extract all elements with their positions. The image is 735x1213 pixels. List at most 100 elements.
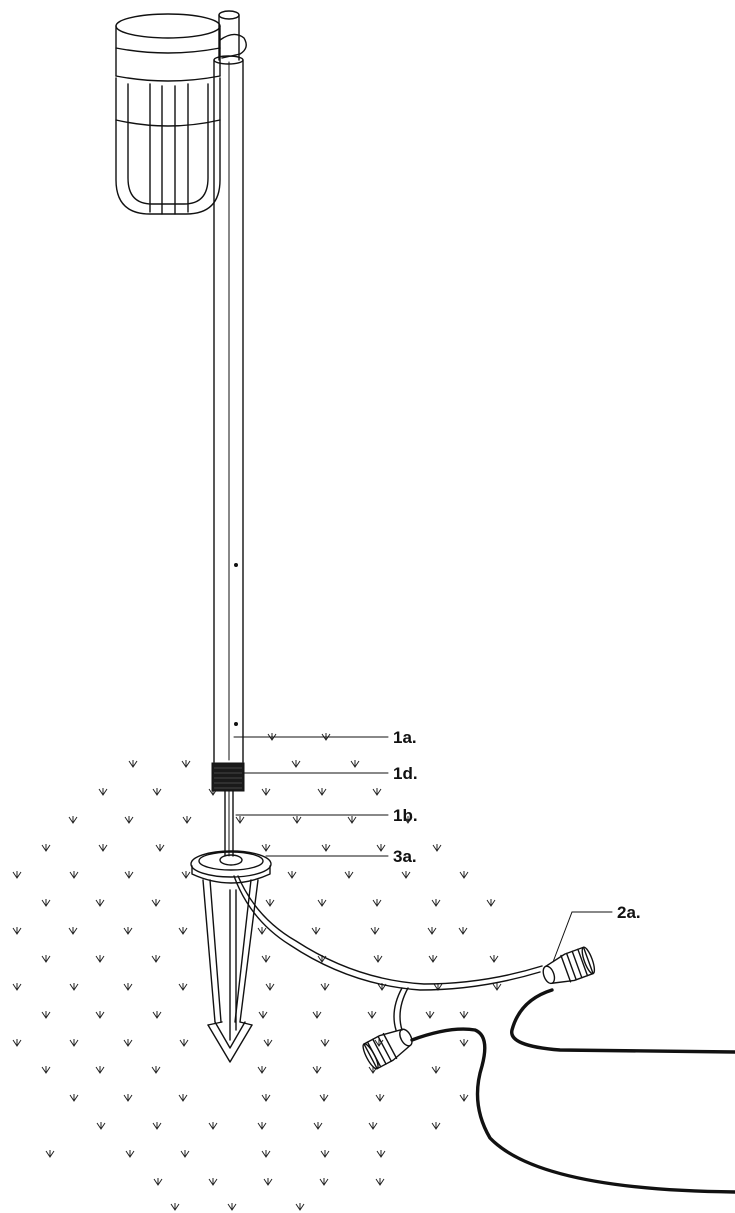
grass-tuft-icon: [261, 955, 271, 963]
grass-tuft-icon: [261, 1150, 271, 1158]
grass-tuft-icon: [458, 927, 468, 935]
grass-tuft-icon: [41, 899, 51, 907]
grass-tuft-icon: [69, 1039, 79, 1047]
grass-tuft-icon: [375, 1094, 385, 1102]
supply-cable-icon: [410, 988, 735, 1194]
ground-spike-icon: [190, 850, 272, 1063]
post-tube-icon: [213, 10, 244, 763]
grass-tuft-icon: [432, 844, 442, 852]
grass-tuft-icon: [372, 899, 382, 907]
grass-tuft-icon: [459, 871, 469, 879]
grass-tuft-icon: [178, 983, 188, 991]
grass-tuft-icon: [258, 1011, 268, 1019]
callout-1d: 1d.: [393, 764, 418, 783]
grass-tuft-icon: [96, 1122, 106, 1130]
grass-tuft-icon: [182, 816, 192, 824]
grass-tuft-icon: [95, 899, 105, 907]
grass-tuft-icon: [12, 1039, 22, 1047]
grass-tuft-icon: [152, 788, 162, 796]
grass-tuft-icon: [350, 760, 360, 768]
grass-tuft-icon: [41, 955, 51, 963]
grass-tuft-icon: [153, 1178, 163, 1186]
grass-tuft-icon: [261, 844, 271, 852]
grass-tuft-icon: [319, 1178, 329, 1186]
grass-tuft-icon: [181, 760, 191, 768]
grass-tuft-icon: [123, 983, 133, 991]
grass-tuft-icon: [489, 955, 499, 963]
leader-lines: [233, 736, 613, 963]
grass-tuft-icon: [312, 1011, 322, 1019]
grass-tuft-icon: [128, 760, 138, 768]
grass-tuft-icon: [295, 1203, 305, 1211]
grass-tuft-icon: [41, 1011, 51, 1019]
grass-tuft-icon: [95, 955, 105, 963]
grass-tuft-icon: [428, 955, 438, 963]
grass-tuft-icon: [123, 1094, 133, 1102]
grass-tuft-icon: [12, 871, 22, 879]
grass-tuft-icon: [95, 1011, 105, 1019]
grass-tuft-icon: [263, 1178, 273, 1186]
grass-tuft-icon: [170, 1203, 180, 1211]
grass-tuft-icon: [292, 816, 302, 824]
grass-tuft-icon: [95, 1066, 105, 1074]
grass-tuft-icon: [317, 788, 327, 796]
grass-tuft-icon: [431, 899, 441, 907]
grass-tuft-icon: [180, 1150, 190, 1158]
grass-tuft-icon: [425, 1011, 435, 1019]
grass-tuft-icon: [321, 844, 331, 852]
grass-tuft-icon: [261, 1094, 271, 1102]
grass-tuft-icon: [367, 1011, 377, 1019]
grass-tuft-icon: [123, 1039, 133, 1047]
grass-tuft-icon: [257, 1122, 267, 1130]
grass-tuft-icon: [373, 955, 383, 963]
grass-tuft-icon: [257, 1066, 267, 1074]
grass-tuft-icon: [152, 1011, 162, 1019]
grass-tuft-icon: [151, 955, 161, 963]
grass-tuft-icon: [123, 927, 133, 935]
grass-tuft-icon: [370, 927, 380, 935]
grass-tuft-icon: [486, 899, 496, 907]
grass-tuft-icon: [178, 927, 188, 935]
grass-tuft-icon: [403, 816, 413, 824]
grass-tuft-icon: [376, 844, 386, 852]
grass-tuft-icon: [431, 1066, 441, 1074]
grass-tuft-icon: [227, 1203, 237, 1211]
wire-connector-icon: [362, 946, 596, 1070]
grass-tuft-icon: [69, 983, 79, 991]
grass-tuft-icon: [124, 871, 134, 879]
grass-tuft-icon: [45, 1150, 55, 1158]
grass-tuft-icon: [368, 1122, 378, 1130]
callout-2a: 2a.: [617, 903, 641, 922]
grass-tuft-icon: [69, 871, 79, 879]
grass-tuft-icon: [344, 871, 354, 879]
grass-tuft-icon: [257, 927, 267, 935]
grass-field: [12, 733, 502, 1211]
grass-tuft-icon: [179, 1039, 189, 1047]
grass-tuft-icon: [459, 1094, 469, 1102]
grass-tuft-icon: [151, 899, 161, 907]
grass-tuft-icon: [178, 1094, 188, 1102]
grass-tuft-icon: [459, 1011, 469, 1019]
grass-tuft-icon: [320, 983, 330, 991]
grass-tuft-icon: [401, 871, 411, 879]
grass-tuft-icon: [263, 1039, 273, 1047]
callout-3a: 3a.: [393, 847, 417, 866]
grass-tuft-icon: [125, 1150, 135, 1158]
grass-tuft-icon: [208, 1122, 218, 1130]
grass-tuft-icon: [317, 899, 327, 907]
grass-tuft-icon: [152, 1122, 162, 1130]
grass-tuft-icon: [320, 1039, 330, 1047]
coupler-icon: [211, 762, 245, 792]
grass-tuft-icon: [320, 1150, 330, 1158]
grass-tuft-icon: [261, 788, 271, 796]
lantern-head-icon: [115, 13, 247, 215]
grass-tuft-icon: [68, 927, 78, 935]
grass-tuft-icon: [376, 1150, 386, 1158]
grass-tuft-icon: [69, 1094, 79, 1102]
grass-tuft-icon: [291, 760, 301, 768]
stem-rod-icon: [224, 790, 234, 857]
callout-1b: 1b.: [393, 806, 418, 825]
grass-tuft-icon: [235, 816, 245, 824]
grass-tuft-icon: [311, 927, 321, 935]
